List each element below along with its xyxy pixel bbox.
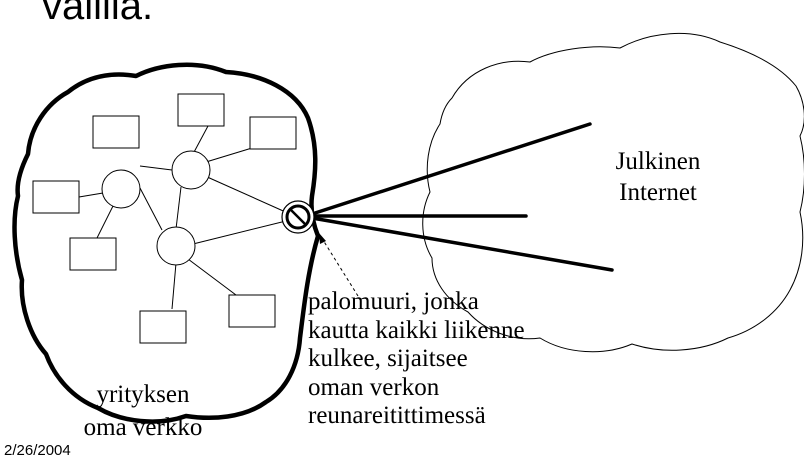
corporate-label-line2: oma verkko [83,414,203,441]
host-box [249,116,297,150]
corporate-network-label: yrityksen oma verkko [60,378,226,444]
internet-links [310,122,614,272]
slide-title: välillä. [42,0,154,28]
firewall-label-line: palomuuri, jonka [308,288,479,315]
firewall-label-line: reunareitittimessä [308,402,486,429]
firewall-pointer-arrow [319,233,359,297]
hosts [32,93,297,344]
host-box [69,237,117,271]
network-links [78,125,291,310]
footer-date: 2/26/2004 [4,442,71,459]
host-box [139,310,187,344]
corporate-network-boundary [12,62,321,424]
firewall-icon [281,200,315,234]
routers [101,150,211,266]
corporate-label-line1: yrityksen [96,381,190,408]
internet-label-line1: Julkinen [615,148,701,175]
firewall-label: palomuuri, jonka kautta kaikki liikenne … [308,288,525,431]
router-node [101,169,141,209]
host-box [228,294,276,328]
router-node [156,226,196,266]
internet-cloud [422,33,804,353]
host-box [32,180,80,214]
host-box [92,115,140,149]
host-box [177,93,225,127]
firewall-label-line: kautta kaikki liikenne [308,316,525,344]
internet-label-line2: Internet [619,179,697,206]
firewall-label-line: kulkee, sijaitsee [308,345,468,372]
internet-label: Julkinen Internet [598,146,718,208]
router-node [171,150,211,190]
firewall-label-line: oman verkon [308,373,440,401]
